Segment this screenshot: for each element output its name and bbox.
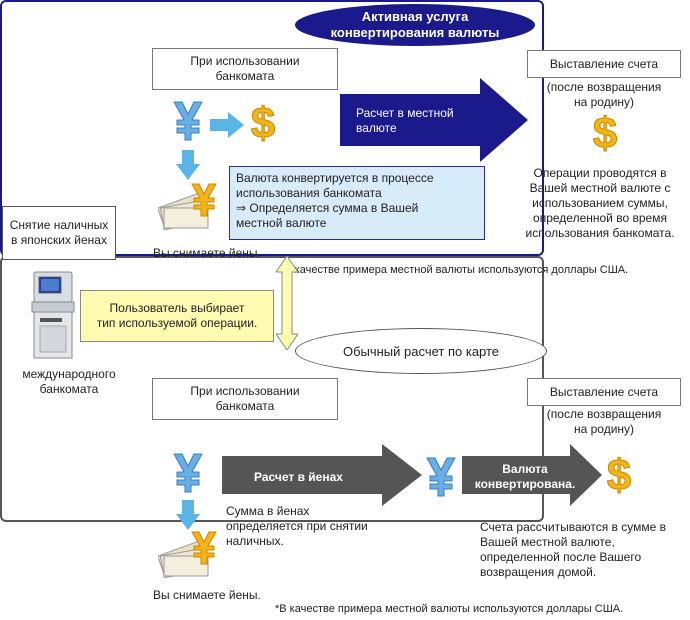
dcc-title-line2: конвертирования валюты bbox=[330, 25, 500, 40]
bottom-down-arrow-icon bbox=[176, 500, 200, 530]
bottom-billing-dollar-icon: $ bbox=[606, 451, 631, 497]
top-after-return-line1: (после возвращения bbox=[546, 80, 662, 94]
info-line1: Валюта конвертируется в процессе bbox=[236, 171, 434, 185]
svg-text:$: $ bbox=[607, 451, 631, 496]
top-result-line4: определенной во время bbox=[533, 211, 667, 225]
yen-cash-icon bbox=[158, 183, 217, 231]
conversion-info-box: Валюта конвертируется в процессе использ… bbox=[229, 166, 485, 240]
user-choice-line1: Пользователь выбирает bbox=[109, 301, 245, 315]
choice-double-arrow-icon bbox=[276, 256, 298, 350]
atm-label: международного банкомата bbox=[4, 367, 134, 397]
local-currency-settlement-arrow bbox=[340, 78, 528, 162]
bottom-atm-use-box: При использовании банкомата bbox=[152, 378, 338, 420]
svg-text:$: $ bbox=[251, 99, 275, 144]
bottom-result-text: Счета рассчитываются в сумме в Вашей мес… bbox=[480, 520, 685, 580]
billing-dollar-icon: $ bbox=[592, 109, 617, 155]
cash-withdrawal-box: Снятие наличных в японских йенах bbox=[2, 206, 116, 260]
bottom-after-return: (после возвращения на родину) bbox=[527, 407, 681, 437]
bottom-withdraw-text: Вы снимаете йены. bbox=[153, 588, 261, 602]
top-withdraw-text: Вы снимаете йены. bbox=[153, 246, 261, 260]
local-currency-arrow-label: Расчет в местной валюте bbox=[356, 106, 486, 136]
bottom-result-line3: определенной после Вашего bbox=[480, 550, 642, 564]
bottom-yen-cash-icon bbox=[158, 531, 217, 579]
yen-amount-line3: наличных. bbox=[226, 534, 284, 548]
top-result-line1: Операции проводятся в bbox=[533, 166, 667, 180]
yen-amount-text: Сумма в йенах определяется при снятии на… bbox=[226, 504, 406, 549]
bottom-billing-box: Выставление счета bbox=[527, 378, 681, 406]
currency-converted-arrow bbox=[462, 444, 602, 506]
top-atm-use-line1: При использовании bbox=[190, 54, 300, 68]
yen-amount-line1: Сумма в йенах bbox=[226, 504, 310, 518]
yen-settlement-label: Расчет в йенах bbox=[254, 470, 343, 484]
standard-card-title: Обычный расчет по карте bbox=[295, 328, 547, 374]
dcc-service-panel bbox=[0, 0, 544, 256]
middle-yen-symbol-icon bbox=[426, 457, 456, 497]
user-choice-box: Пользователь выбирает тип используемой о… bbox=[80, 290, 274, 342]
yen-settlement-arrow bbox=[222, 444, 422, 506]
top-result-text: Операции проводятся в Вашей местной валю… bbox=[515, 166, 685, 241]
dcc-title-line1: Активная услуга bbox=[361, 9, 469, 24]
top-footnote: *В качестве примера местной валюты испол… bbox=[280, 264, 629, 276]
local-arrow-line1: Расчет в местной bbox=[356, 106, 454, 120]
converted-line1: Валюта bbox=[502, 462, 548, 476]
currency-converted-label: Валюта конвертирована. bbox=[470, 462, 580, 492]
local-arrow-line2: валюте bbox=[356, 121, 397, 135]
bottom-billing-label: Выставление счета bbox=[549, 384, 659, 399]
top-after-return: (после возвращения на родину) bbox=[527, 80, 681, 110]
atm-label-line2: банкомата bbox=[39, 382, 99, 396]
converted-line2: конвертирована. bbox=[474, 477, 576, 491]
convert-down-arrow-icon bbox=[176, 150, 200, 180]
user-choice-line2: тип используемой операции. bbox=[96, 316, 258, 330]
info-line2: использования банкомата bbox=[236, 186, 382, 200]
top-after-return-line2: на родину) bbox=[573, 95, 635, 109]
top-atm-use-line2: банкомата bbox=[215, 69, 275, 83]
top-billing-box: Выставление счета bbox=[527, 50, 681, 78]
top-atm-use-box: При использовании банкомата bbox=[152, 48, 338, 90]
bottom-yen-symbol-icon bbox=[173, 453, 203, 493]
bottom-atm-use-line1: При использовании bbox=[190, 384, 300, 398]
bottom-result-line1: Счета рассчитываются в сумме в bbox=[480, 520, 667, 534]
top-result-line2: Вашей местной валюте с bbox=[529, 181, 671, 195]
dcc-service-title: Активная услуга конвертирования валюты bbox=[295, 4, 535, 46]
top-result-line3: использованием суммы, bbox=[532, 196, 668, 210]
top-billing-label: Выставление счета bbox=[549, 56, 659, 71]
bottom-result-line4: возвращения домой. bbox=[480, 565, 597, 579]
bottom-after-return-line1: (после возвращения bbox=[546, 407, 662, 421]
yen-symbol-icon bbox=[173, 101, 203, 141]
cash-withdrawal-line2: в японских йенах bbox=[11, 233, 107, 247]
atm-machine-icon bbox=[31, 271, 75, 359]
bottom-footnote: *В качестве примера местной валюты испол… bbox=[275, 603, 624, 615]
yen-amount-line2: определяется при снятии bbox=[226, 519, 368, 533]
info-line3: ⇒ Определяется сумма в Вашей bbox=[236, 201, 419, 215]
bottom-atm-use-line2: банкомата bbox=[215, 399, 275, 413]
bottom-after-return-line2: на родину) bbox=[573, 422, 635, 436]
convert-right-arrow-icon bbox=[210, 112, 244, 138]
info-line4: местной валюте bbox=[236, 216, 327, 230]
bottom-result-line2: Вашей местной валюте, bbox=[480, 535, 615, 549]
atm-label-line1: международного bbox=[22, 367, 116, 381]
top-result-line5: использования банкомата. bbox=[525, 226, 675, 240]
cash-withdrawal-line1: Снятие наличных bbox=[9, 218, 109, 232]
svg-text:$: $ bbox=[593, 109, 617, 154]
dollar-symbol-icon: $ bbox=[250, 99, 275, 145]
